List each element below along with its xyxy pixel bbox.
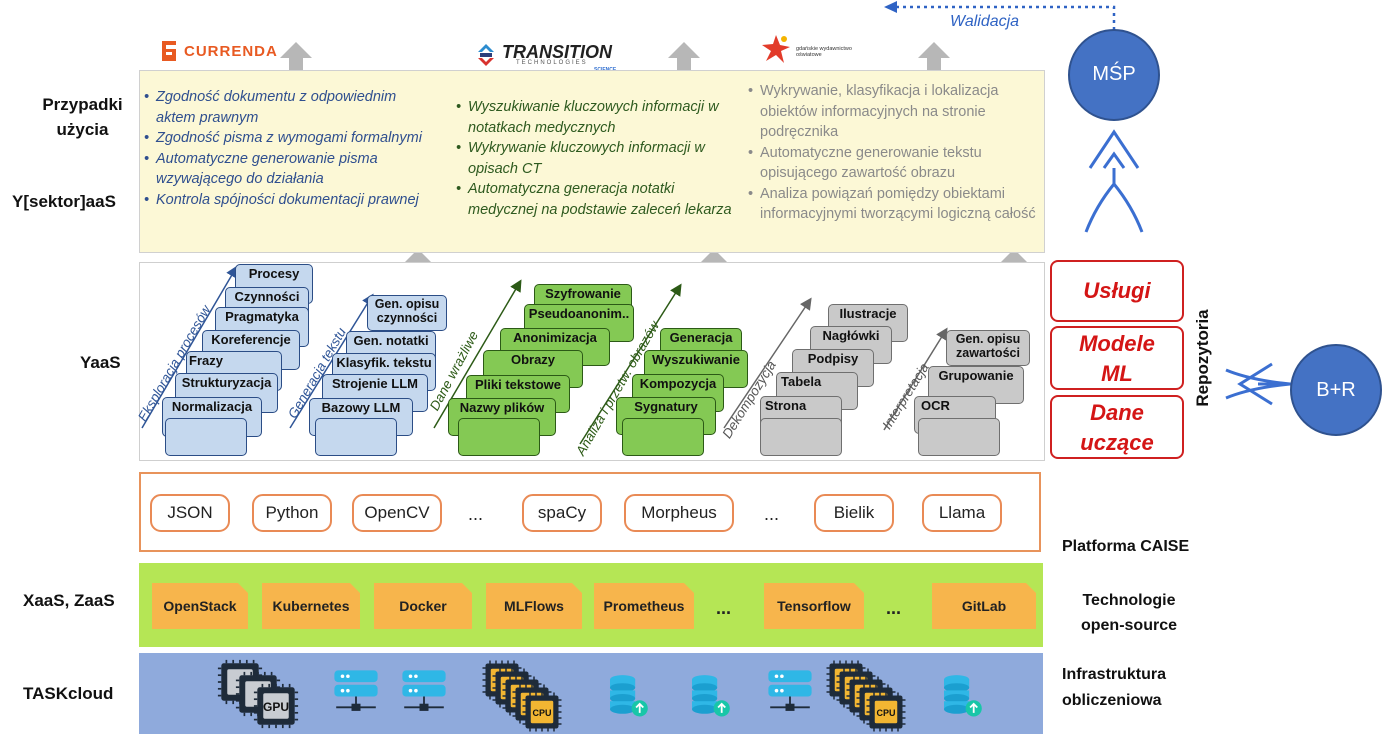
technology-item: GitLab [932, 583, 1036, 629]
cpu-chip-icon [825, 659, 907, 733]
use-cases-medical-list: Wyszukiwanie kluczowych informacji w not… [456, 97, 738, 220]
layer-label-use-cases: Przypadki użycia [42, 95, 123, 139]
transition-logo-icon [478, 44, 494, 66]
database-icon [943, 674, 983, 718]
database-icon [691, 674, 731, 718]
platform-item: Python [252, 494, 332, 532]
use-cases-legal-list: Zgodność dokumentu z odpowiednim aktem p… [144, 87, 434, 211]
list-item: Analiza powiązań pomiędzy obiektami info… [748, 184, 1040, 225]
stack-card: Tabela [776, 372, 858, 410]
br-circle [1290, 344, 1382, 436]
br-label: B+R [1316, 379, 1356, 401]
platform-item: OpenCV [352, 494, 442, 532]
technology-item: Kubernetes [262, 583, 360, 629]
technology-item: MLFlows [486, 583, 582, 629]
technology-item: OpenStack [152, 583, 248, 629]
platform-item: JSON [150, 494, 230, 532]
gpu-chip-icon [217, 659, 299, 729]
list-item: Kontrola spójności dokumentacji prawnej [144, 190, 434, 211]
axis-arrow [883, 327, 948, 431]
msp-circle [1068, 29, 1160, 121]
database-icon [609, 674, 649, 718]
cpu-label: CPU [532, 708, 551, 718]
platform-item: Bielik [814, 494, 894, 532]
list-item: Wyszukiwanie kluczowych informacji w not… [456, 97, 738, 138]
validation-label: Walidacja [950, 13, 1020, 30]
cpu-label: CPU [876, 708, 895, 718]
gray-up-arrow [280, 42, 312, 84]
layer-label-xaas: XaaS, ZaaS [23, 591, 115, 610]
repo-services: Usługi [1050, 260, 1184, 322]
use-cases-education-list: Wykrywanie, klasyfikacja i lokalizacja o… [748, 81, 1040, 225]
layer-label-taskcloud: TASKcloud [23, 684, 114, 703]
gpu-label: GPU [263, 700, 289, 714]
technology-item: Prometheus [594, 583, 694, 629]
infrastructure-label: Infrastruktura obliczeniowa [1062, 666, 1167, 709]
server-icon [333, 669, 379, 712]
gw-logo: gdańskie wydawnictwo oświatowe [760, 33, 860, 73]
platform-item: spaCy [522, 494, 602, 532]
validation-arrowhead [884, 1, 897, 13]
msp-arrow-inner [1102, 151, 1126, 169]
msp-arrow-fork [1084, 183, 1144, 233]
stack-card: Gen. opisu zawartości [946, 330, 1030, 366]
list-item: Wykrywanie, klasyfikacja i lokalizacja o… [748, 81, 1040, 143]
platform-label: Platforma CAISE [1062, 538, 1190, 555]
technology-ellipsis: ... [886, 598, 902, 618]
technology-item: Docker [374, 583, 472, 629]
layer-label-ysektor: Y[sektor]aaS [12, 192, 116, 211]
gw-logo-icon [762, 35, 790, 63]
technology-item: Tensorflow [764, 583, 864, 629]
list-item: Wykrywanie kluczowych informacji w opisa… [456, 138, 738, 179]
msp-label: MŚP [1092, 63, 1136, 85]
repo-ml-models: Modele ML [1050, 326, 1184, 390]
list-item: Automatyczne generowanie tekstu opisując… [748, 143, 1040, 184]
server-icon [767, 669, 813, 712]
stack-card [760, 418, 842, 456]
stack-card [165, 418, 247, 456]
stack-card [622, 418, 704, 456]
platform-item: Morpheus [624, 494, 734, 532]
list-item: Zgodność dokumentu z odpowiednim aktem p… [144, 87, 434, 128]
list-item: Automatyczne generowanie pisma wzywające… [144, 149, 434, 190]
msp-arrow-head [1088, 129, 1140, 169]
platform-ellipsis: ... [468, 504, 484, 524]
br-arrow-head [1237, 362, 1273, 406]
validation-connector [896, 5, 1116, 30]
gray-up-arrow [918, 42, 950, 84]
cpu-chip-icon [481, 659, 563, 733]
list-item: Zgodność pisma z wymogami formalnymi [144, 128, 434, 149]
platform-item: Llama [922, 494, 1002, 532]
stack-card [918, 418, 1000, 456]
repo-training-data: Dane uczące [1050, 395, 1184, 459]
technology-ellipsis: ... [716, 598, 732, 618]
axis-arrow [579, 283, 682, 445]
platform-ellipsis: ... [764, 504, 780, 524]
gray-up-arrow [668, 42, 700, 84]
currenda-logo-icon [162, 41, 176, 61]
stack-card [315, 418, 397, 456]
axis-arrow [289, 293, 374, 429]
layer-label-yaas: YaaS [80, 353, 121, 372]
stack-card: Gen. opisu czynności [367, 295, 447, 331]
list-item: Automatyczna generacja notatki medycznej… [456, 179, 738, 220]
technologies-label: Technologie open-source [1080, 592, 1177, 634]
server-icon [401, 669, 447, 712]
stack-card [458, 418, 540, 456]
axis-arrow [141, 265, 238, 429]
axis-arrow [723, 297, 812, 429]
